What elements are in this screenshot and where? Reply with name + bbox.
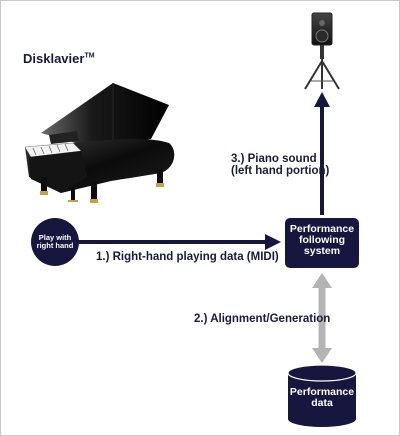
page-title: DisklavierTM: [23, 51, 95, 66]
arrow-alignment-bidirectional: [312, 273, 332, 363]
play-right-hand-node: [31, 218, 79, 266]
sound-line-1: 3.) Piano sound: [231, 153, 317, 165]
performance-following-system-node: [285, 218, 359, 268]
midi-edge-label: 1.) Right-hand playing data (MIDI): [96, 251, 279, 263]
system-line-1: Performance: [289, 223, 355, 235]
arrow-right-hand-data: [69, 234, 281, 250]
trademark-mark: TM: [84, 52, 95, 60]
system-line-3: system: [303, 245, 341, 258]
play-right-hand-label: Play with right hand: [33, 234, 77, 250]
performance-system-label: Performance following system: [285, 223, 359, 258]
hand-line-1: Play with: [38, 233, 72, 242]
system-line-2: following: [298, 234, 346, 247]
speaker-on-stand-icon: [304, 12, 340, 90]
sound-line-2: (left hand portion): [231, 165, 330, 177]
database-cylinder-icon: [287, 364, 357, 427]
data-line-2: data: [311, 397, 333, 410]
hand-line-2: right hand: [36, 240, 74, 250]
piano-sound-edge-label: 3.) Piano sound (left hand portion): [231, 153, 329, 177]
alignment-edge-label: 2.) Alignment/Generation: [194, 313, 331, 325]
arrow-piano-sound: [314, 92, 330, 215]
grand-piano-icon: [24, 83, 175, 203]
data-line-1: Performance: [289, 386, 355, 398]
performance-data-label: Performance data: [288, 386, 356, 410]
